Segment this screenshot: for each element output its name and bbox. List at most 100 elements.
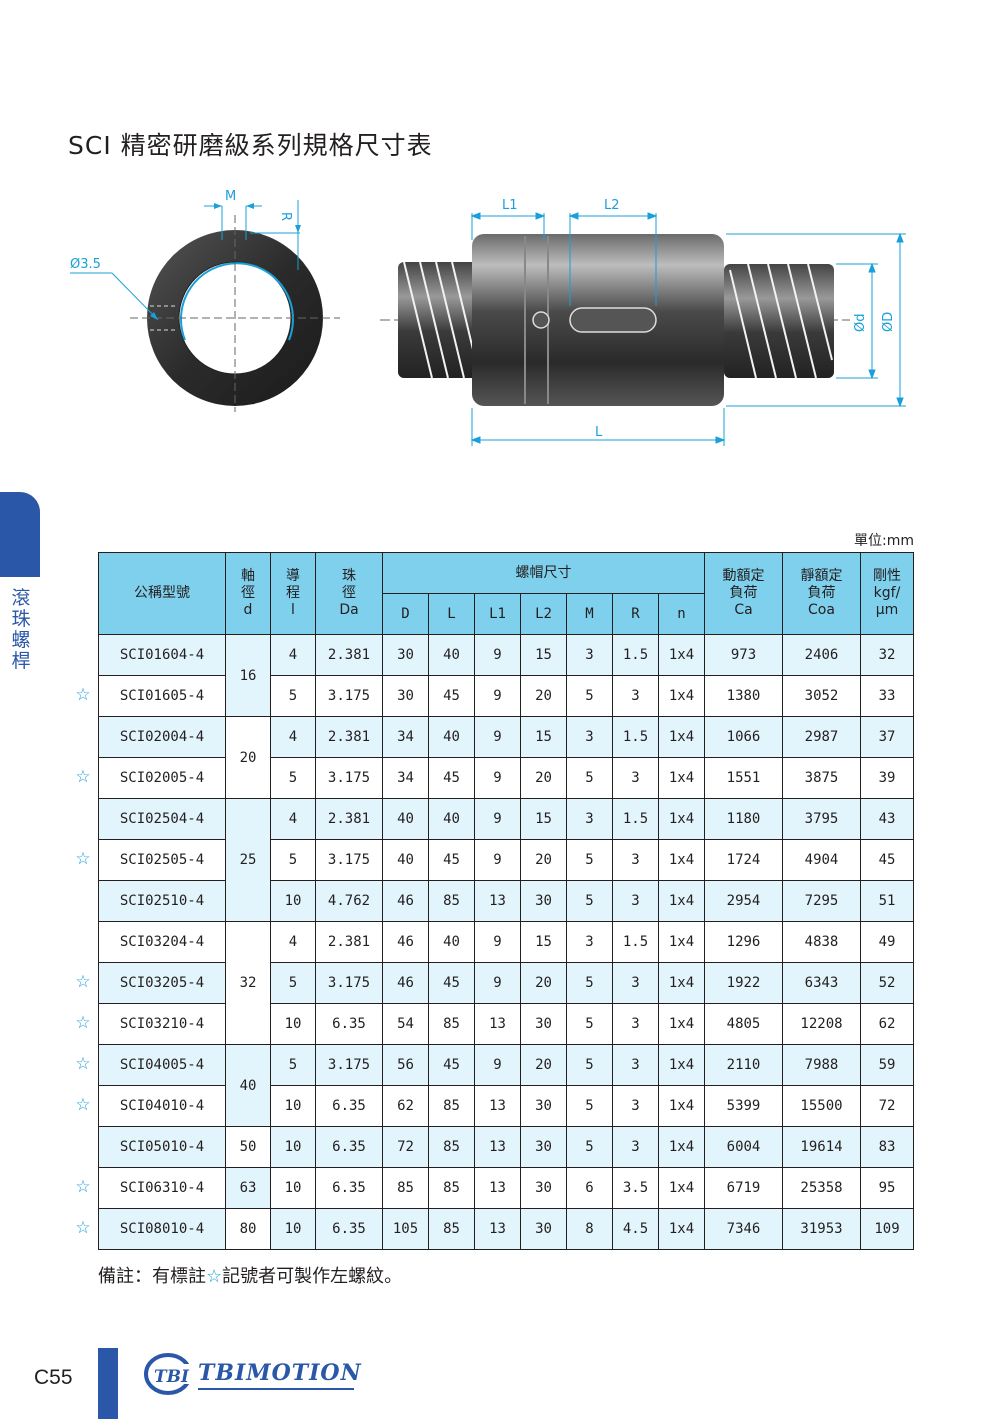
lead-cell: 10 (270, 1085, 316, 1127)
nut-l-cell: 85 (428, 1003, 475, 1045)
rigidity-cell: 59 (860, 1044, 914, 1086)
shaft-dia-cell: 16 (225, 634, 271, 717)
header-nut-m: M (566, 593, 613, 635)
nut-l1-cell: 13 (474, 1208, 521, 1250)
left-thread-star-icon: ☆ (75, 1177, 91, 1197)
end-view (70, 200, 340, 412)
page-title: SCI 精密研磨級系列規格尺寸表 (68, 131, 433, 160)
static-load-cell: 31953 (782, 1208, 861, 1250)
nut-l2-cell: 30 (520, 1003, 567, 1045)
nut-r-cell: 3 (612, 839, 659, 881)
label-hole: Ø3.5 (70, 257, 101, 272)
static-load-cell: 7988 (782, 1044, 861, 1086)
nut-l1-cell: 13 (474, 1003, 521, 1045)
left-thread-star-icon: ☆ (75, 849, 91, 869)
static-load-cell: 4904 (782, 839, 861, 881)
nut-n-cell: 1x4 (658, 880, 705, 922)
nut-l2-cell: 30 (520, 1085, 567, 1127)
label-l1: L1 (502, 198, 518, 213)
nut-l-cell: 85 (428, 1085, 475, 1127)
static-load-cell: 19614 (782, 1126, 861, 1168)
side-tab (0, 492, 40, 577)
footnote: 備註：有標註☆記號者可製作左螺紋。 (98, 1266, 403, 1287)
model-cell: SCI03204-4 (98, 921, 226, 963)
model-cell: SCI02505-4 (98, 839, 226, 881)
model-cell: SCI06310-4 (98, 1167, 226, 1209)
lead-cell: 5 (270, 1044, 316, 1086)
nut-l-cell: 45 (428, 839, 475, 881)
shaft-dia-cell: 32 (225, 921, 271, 1045)
side-view (380, 212, 906, 446)
ball-dia-cell: 3.175 (315, 675, 383, 717)
nut-l1-cell: 9 (474, 921, 521, 963)
model-cell: SCI01604-4 (98, 634, 226, 676)
lead-cell: 10 (270, 1003, 316, 1045)
nut-l1-cell: 13 (474, 1085, 521, 1127)
nut-l-cell: 45 (428, 962, 475, 1004)
nut-l2-cell: 15 (520, 921, 567, 963)
header-nut-n: n (658, 593, 705, 635)
ball-dia-cell: 4.762 (315, 880, 383, 922)
ball-dia-cell: 6.35 (315, 1003, 383, 1045)
nut-l-cell: 45 (428, 1044, 475, 1086)
nut-l1-cell: 9 (474, 839, 521, 881)
unit-label: 單位:mm (854, 533, 914, 549)
nut-d-cell: 56 (382, 1044, 429, 1086)
shaft-dia-cell: 40 (225, 1044, 271, 1127)
ball-dia-cell: 3.175 (315, 962, 383, 1004)
rigidity-cell: 45 (860, 839, 914, 881)
nut-l2-cell: 15 (520, 716, 567, 758)
model-cell: SCI03205-4 (98, 962, 226, 1004)
page-bar (98, 1348, 118, 1419)
nut-l2-cell: 30 (520, 1126, 567, 1168)
tbi-logo-icon: TBI (144, 1353, 192, 1395)
ball-dia-cell: 2.381 (315, 921, 383, 963)
nut-l-cell: 45 (428, 675, 475, 717)
dynamic-load-cell: 1380 (704, 675, 783, 717)
rigidity-cell: 37 (860, 716, 914, 758)
label-d-small: Ød (853, 314, 868, 332)
side-tab-label: 滾珠螺桿 (11, 587, 31, 672)
lead-cell: 10 (270, 1208, 316, 1250)
ball-dia-cell: 3.175 (315, 1044, 383, 1086)
nut-l1-cell: 9 (474, 634, 521, 676)
ball-screw-diagram: M R Ø3.5 (70, 189, 906, 446)
header-model: 公稱型號 (98, 552, 226, 635)
dynamic-load-cell: 4805 (704, 1003, 783, 1045)
nut-l-cell: 40 (428, 921, 475, 963)
brand-name: TBIMOTION (198, 1360, 362, 1386)
nut-l1-cell: 9 (474, 757, 521, 799)
dynamic-load-cell: 2110 (704, 1044, 783, 1086)
static-load-cell: 3795 (782, 798, 861, 840)
nut-l1-cell: 9 (474, 675, 521, 717)
nut-r-cell: 3 (612, 880, 659, 922)
nut-m-cell: 5 (566, 962, 613, 1004)
header-nut-l: L (428, 593, 475, 635)
rigidity-cell: 72 (860, 1085, 914, 1127)
nut-n-cell: 1x4 (658, 1044, 705, 1086)
page-number: C55 (34, 1366, 73, 1389)
nut-m-cell: 5 (566, 675, 613, 717)
nut-m-cell: 5 (566, 1044, 613, 1086)
nut-r-cell: 1.5 (612, 634, 659, 676)
label-m: M (225, 189, 236, 204)
nut-d-cell: 46 (382, 880, 429, 922)
model-cell: SCI03210-4 (98, 1003, 226, 1045)
nut-l1-cell: 13 (474, 1167, 521, 1209)
nut-d-cell: 85 (382, 1167, 429, 1209)
ball-dia-cell: 6.35 (315, 1085, 383, 1127)
lead-cell: 4 (270, 798, 316, 840)
model-cell: SCI04005-4 (98, 1044, 226, 1086)
nut-l-cell: 40 (428, 634, 475, 676)
nut-m-cell: 3 (566, 921, 613, 963)
rigidity-cell: 83 (860, 1126, 914, 1168)
static-load-cell: 7295 (782, 880, 861, 922)
nut-d-cell: 72 (382, 1126, 429, 1168)
shaft-dia-cell: 25 (225, 798, 271, 922)
nut-d-cell: 40 (382, 798, 429, 840)
nut-r-cell: 1.5 (612, 716, 659, 758)
nut-d-cell: 46 (382, 921, 429, 963)
